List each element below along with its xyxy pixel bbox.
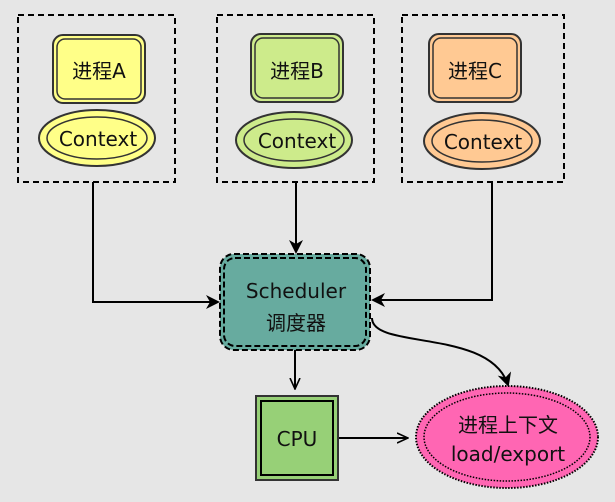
- process-group-c: 进程C Context: [401, 14, 565, 183]
- process-a-box[interactable]: [52, 34, 146, 104]
- context-a-label: Context: [59, 127, 138, 151]
- edge-scheduler-to-context-switch: [371, 317, 512, 387]
- group-c-dashed-border: [401, 14, 565, 183]
- cpu-node[interactable]: CPU: [255, 395, 339, 481]
- context-a-ellipse-inner: [46, 116, 148, 160]
- scheduler-box[interactable]: [219, 253, 371, 351]
- process-group-a: 进程A Context: [17, 14, 176, 183]
- context-c-ellipse[interactable]: [423, 112, 541, 170]
- context-a-ellipse[interactable]: [38, 109, 156, 167]
- process-group-b: 进程B Context: [216, 14, 375, 183]
- context-c-ellipse-inner: [431, 119, 533, 163]
- context-switch-label-en: load/export: [451, 442, 565, 466]
- process-a-label: 进程A: [72, 59, 126, 83]
- context-c-label: Context: [444, 130, 523, 154]
- process-a-box-inner: [56, 38, 142, 100]
- scheduler-box-inner: [223, 257, 367, 347]
- context-switch-label-zh: 进程上下文: [458, 413, 558, 437]
- context-b-ellipse-inner: [243, 118, 345, 162]
- edge-a-to-scheduler: [92, 182, 220, 309]
- cpu-box-inner: [260, 400, 334, 476]
- cpu-label: CPU: [277, 427, 318, 451]
- context-b-label: Context: [258, 129, 337, 153]
- process-c-label: 进程C: [448, 59, 502, 83]
- context-switch-node[interactable]: 进程上下文 load/export: [415, 385, 599, 489]
- process-b-box[interactable]: [250, 33, 344, 103]
- process-c-box[interactable]: [428, 33, 522, 103]
- process-b-label: 进程B: [270, 59, 324, 83]
- process-b-box-inner: [254, 37, 340, 99]
- scheduler-node[interactable]: Scheduler 调度器: [219, 253, 371, 351]
- group-a-dashed-border: [17, 14, 176, 183]
- context-b-ellipse[interactable]: [235, 111, 353, 169]
- context-switch-ellipse-inner: [423, 392, 591, 482]
- context-switch-ellipse[interactable]: [415, 385, 599, 489]
- cpu-box[interactable]: [255, 395, 339, 481]
- scheduler-label-zh: 调度器: [266, 311, 326, 335]
- edge-c-to-scheduler: [371, 182, 493, 307]
- process-c-box-inner: [432, 37, 518, 99]
- scheduler-label-en: Scheduler: [246, 279, 347, 303]
